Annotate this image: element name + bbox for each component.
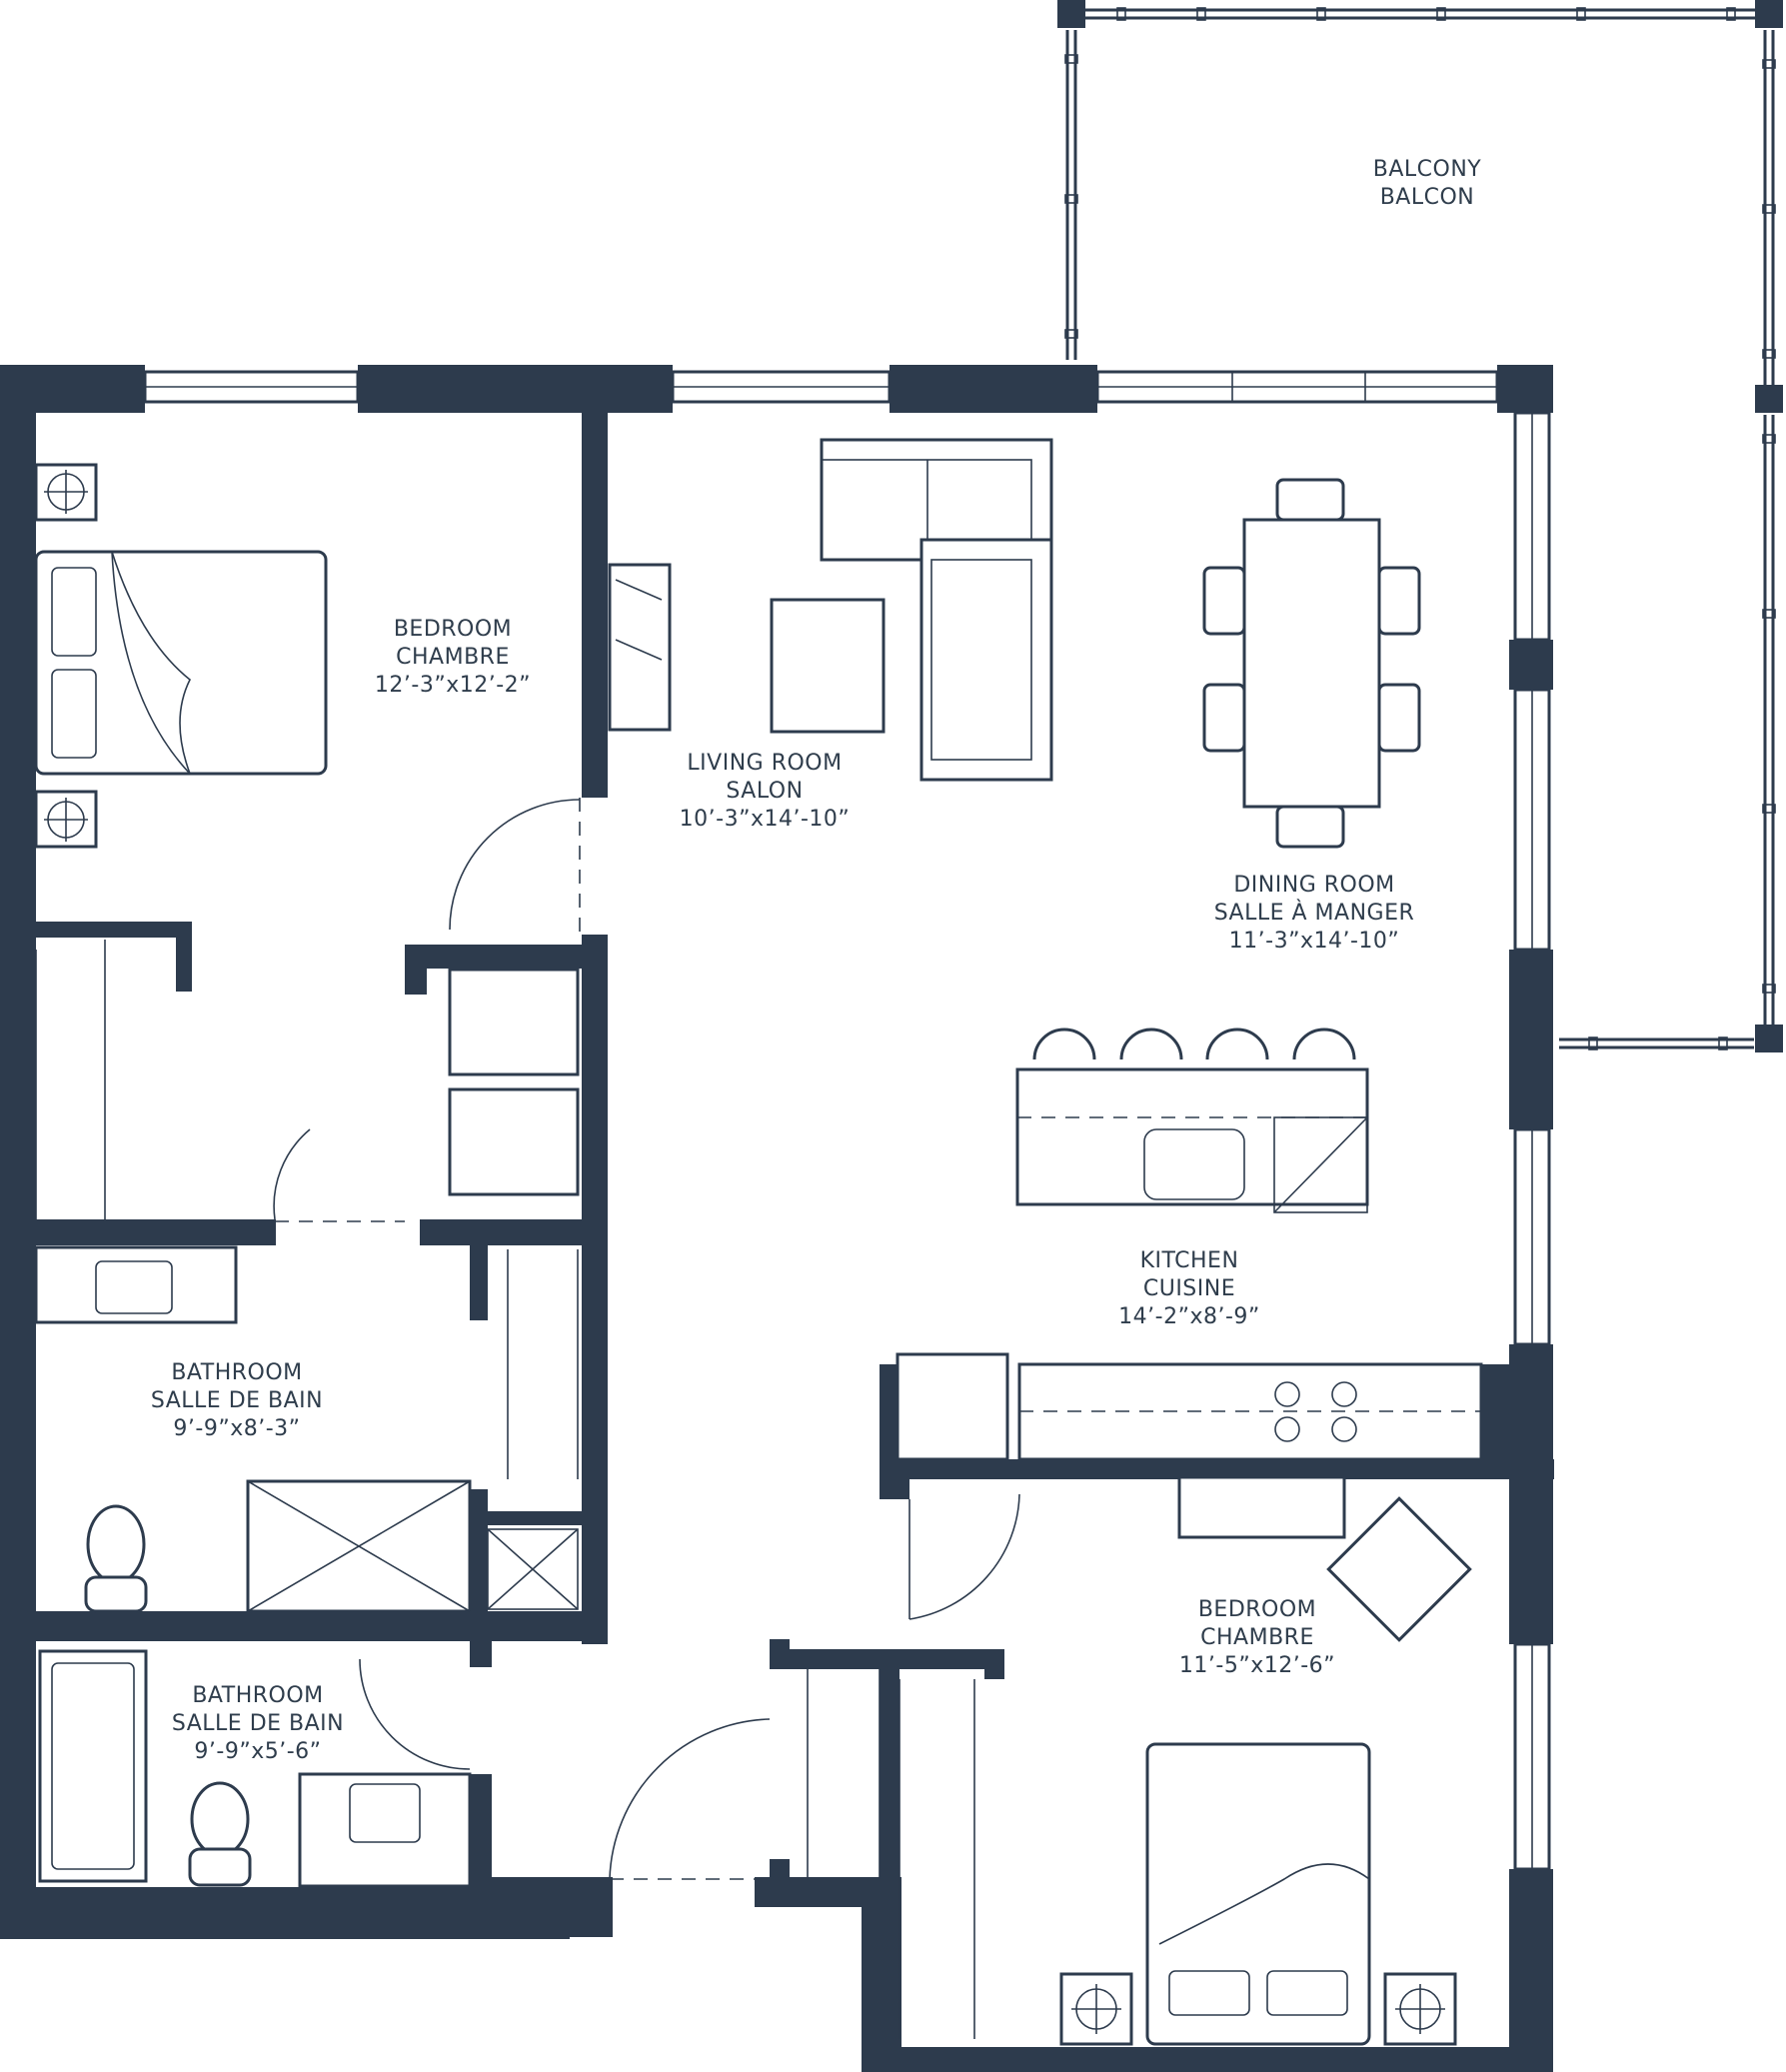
bedroom2-name-fr: CHAMBRE: [1200, 1625, 1314, 1650]
bath2-name-fr: SALLE DE BAIN: [171, 1711, 345, 1736]
room-label-kitchen: KITCHEN CUISINE 14’-2”x8’-9”: [1059, 1247, 1319, 1331]
bath1-name-fr: SALLE DE BAIN: [150, 1388, 324, 1413]
dining-size: 11’-3”x14’-10”: [1228, 929, 1400, 954]
walls: [0, 365, 1554, 2072]
windows: [143, 370, 1551, 1871]
dining-name-en: DINING ROOM: [1233, 873, 1395, 898]
room-label-bedroom2: BEDROOM CHAMBRE 11’-5”x12’-6”: [1127, 1596, 1387, 1680]
room-label-living: LIVING ROOM SALON 10’-3”x14’-10”: [630, 750, 899, 834]
kitchen-furniture: [895, 1028, 1483, 1461]
room-label-bedroom1: BEDROOM CHAMBRE 12’-3”x12’-2”: [323, 616, 583, 700]
room-label-dining: DINING ROOM SALLE À MANGER 11’-3”x14’-10…: [1164, 872, 1464, 956]
bedroom2-furniture: [1059, 1475, 1472, 2046]
bedroom1-name-en: BEDROOM: [393, 617, 513, 642]
balcony-railing: [1057, 0, 1783, 1052]
bath2-size: 9’-9”x5’-6”: [194, 1739, 322, 1764]
kitchen-size: 14’-2”x8’-9”: [1118, 1304, 1260, 1329]
bedroom1-name-fr: CHAMBRE: [396, 645, 510, 670]
living-furniture: [608, 438, 1053, 782]
living-name-fr: SALON: [726, 779, 804, 804]
room-label-bath1: BATHROOM SALLE DE BAIN 9’-9”x8’-3”: [112, 1359, 362, 1443]
balcony-name-fr: BALCON: [1379, 185, 1475, 210]
room-label-bath2: BATHROOM SALLE DE BAIN 9’-9”x5’-6”: [133, 1682, 383, 1766]
bath1-size: 9’-9”x8’-3”: [173, 1416, 301, 1441]
bath1-fixtures: [34, 1245, 579, 1613]
bedroom1-furniture: [34, 463, 328, 849]
balcony-name-en: BALCONY: [1372, 157, 1482, 182]
bedroom1-size: 12’-3”x12’-2”: [374, 673, 532, 698]
room-label-balcony: BALCONY BALCON: [1327, 156, 1527, 212]
bath1-name-en: BATHROOM: [171, 1360, 303, 1385]
doors: [273, 798, 1020, 1880]
bath2-fixtures: [38, 1649, 472, 1888]
living-size: 10’-3”x14’-10”: [679, 807, 851, 832]
bath2-name-en: BATHROOM: [192, 1683, 324, 1708]
kitchen-name-fr: CUISINE: [1142, 1276, 1236, 1301]
closets: [35, 940, 975, 2039]
bedroom2-name-en: BEDROOM: [1197, 1597, 1317, 1622]
living-name-en: LIVING ROOM: [687, 751, 843, 776]
dining-name-fr: SALLE À MANGER: [1213, 901, 1415, 926]
bedroom2-size: 11’-5”x12’-6”: [1178, 1653, 1336, 1678]
kitchen-name-en: KITCHEN: [1139, 1248, 1239, 1273]
dining-furniture: [1202, 478, 1421, 849]
